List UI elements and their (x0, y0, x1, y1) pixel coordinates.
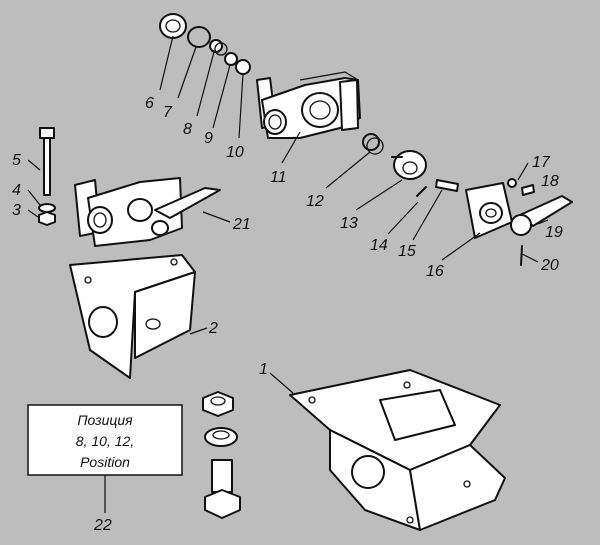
callout-numbers: 6 7 8 9 10 11 12 13 14 15 16 17 18 19 20… (12, 95, 563, 534)
part-5-bolt (39, 127, 55, 196)
part-10-disc (235, 59, 251, 75)
part-3-nut (38, 211, 56, 226)
callout-18: 18 (541, 173, 559, 190)
callout-15: 15 (398, 243, 416, 260)
position-note-line2: 8, 10, 12, (76, 433, 134, 449)
callout-11: 11 (270, 169, 287, 186)
part-16-flange-cover (465, 182, 513, 239)
lock-washer (204, 427, 238, 447)
part-8-spring (209, 39, 228, 56)
callout-17: 17 (532, 154, 551, 171)
part-14-pin (416, 186, 427, 197)
part-17-washer (507, 178, 517, 188)
position-note-line3: Position (80, 454, 130, 470)
callout-12: 12 (306, 193, 324, 210)
callout-10: 10 (226, 144, 244, 161)
callout-20: 20 (540, 257, 559, 274)
part-20-pin (520, 245, 523, 266)
callout-7: 7 (163, 104, 173, 121)
part-2-bracket (69, 254, 196, 379)
part-11-valve-body (256, 71, 361, 139)
callout-19: 19 (545, 224, 563, 241)
callout-8: 8 (183, 121, 192, 138)
callout-21: 21 (232, 216, 251, 233)
part-15-pin (435, 179, 459, 192)
hex-bolt (204, 459, 241, 519)
callout-2: 2 (208, 320, 218, 337)
callout-3: 3 (12, 202, 21, 219)
position-note-box: Позиция 8, 10, 12, Position (27, 404, 183, 476)
callout-22: 22 (93, 517, 112, 534)
part-12-spring (362, 133, 384, 155)
callout-14: 14 (370, 237, 388, 254)
part-21-valve-assembly (74, 177, 221, 247)
callout-4: 4 (12, 182, 21, 199)
part-13-piston (391, 150, 427, 180)
callout-16: 16 (426, 263, 444, 280)
part-18-screw (521, 184, 535, 196)
part-6-nut (159, 13, 187, 39)
part-9-washer (224, 52, 238, 66)
part-7-ring (187, 26, 211, 48)
part-19-handle (510, 195, 573, 236)
part-4-washer (38, 203, 56, 213)
part-1-bracket (289, 369, 506, 531)
callout-1: 1 (259, 361, 268, 378)
callout-5: 5 (12, 152, 21, 169)
hex-nut (202, 391, 234, 417)
callout-6: 6 (145, 95, 154, 112)
position-note-line1: Позиция (77, 412, 133, 428)
callouts (27, 35, 549, 513)
callout-9: 9 (204, 130, 213, 147)
callout-13: 13 (340, 215, 358, 232)
